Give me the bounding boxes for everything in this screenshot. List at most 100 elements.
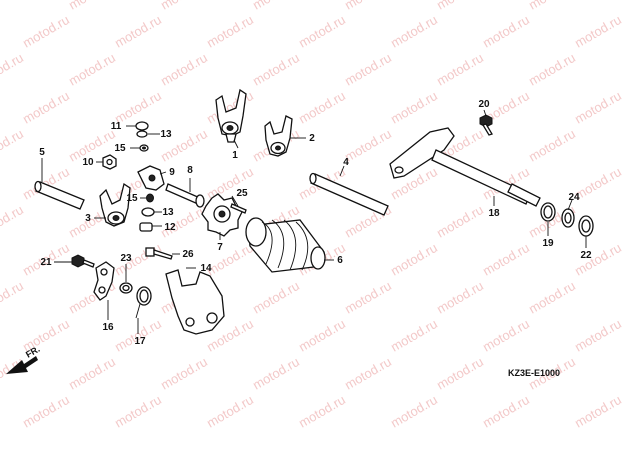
watermark-text: motod.ru: [434, 354, 486, 393]
watermark-text: motod.ru: [434, 278, 486, 317]
watermark-text: motod.ru: [296, 88, 348, 127]
watermark-text: motod.ru: [112, 392, 164, 431]
part-bolt-21: [71, 254, 95, 268]
watermark-text: motod.ru: [572, 164, 624, 203]
callout-15a: 15: [114, 143, 126, 154]
watermark-text: motod.ru: [158, 0, 210, 13]
callout-5: 5: [39, 147, 45, 158]
callout-2: 2: [309, 133, 315, 144]
part-washer-15b: [146, 193, 154, 203]
part-collar-23: [119, 282, 133, 294]
callout-17: 17: [134, 336, 146, 347]
watermark-text: motod.ru: [158, 50, 210, 89]
part-shift-fork-1: [215, 88, 247, 143]
watermark-text: motod.ru: [250, 278, 302, 317]
callout-11: 11: [111, 121, 122, 132]
part-shift-fork-3: [99, 182, 131, 227]
diagram-code: KZ3E-E1000: [508, 368, 560, 378]
watermark-text: motod.ru: [526, 278, 578, 317]
watermark-text: motod.ru: [296, 316, 348, 355]
watermark-text: motod.ru: [434, 0, 486, 13]
callout-16: 16: [102, 322, 114, 333]
part-return-spring-19: [540, 202, 556, 222]
callout-8: 8: [187, 165, 193, 176]
part-guide-plate-14: [165, 269, 225, 335]
part-drum-center-7: [201, 193, 243, 237]
watermark-text: motod.ru: [480, 316, 532, 355]
callout-18: 18: [488, 208, 500, 219]
part-shift-fork-2: [264, 115, 293, 157]
part-spring-13b: [141, 207, 155, 217]
callout-1: 1: [232, 150, 238, 161]
part-stopper-arm-9: [137, 165, 165, 191]
callout-10: 10: [82, 157, 94, 168]
callout-25: 25: [236, 188, 248, 199]
watermark-text: motod.ru: [480, 392, 532, 431]
watermark-text: motod.ru: [388, 88, 440, 127]
callout-7: 7: [217, 242, 223, 253]
callout-22: 22: [580, 250, 592, 261]
watermark-text: motod.ru: [388, 12, 440, 51]
watermark-text: motod.ru: [204, 12, 256, 51]
part-washer-24: [561, 208, 575, 228]
part-nut-10: [102, 154, 117, 170]
watermark-text: motod.ru: [0, 278, 26, 317]
part-shift-drum-6: [245, 217, 326, 273]
watermark-text: motod.ru: [66, 0, 118, 13]
watermark-text: motod.ru: [526, 50, 578, 89]
direction-arrow-icon: [6, 356, 38, 374]
watermark-text: motod.ru: [480, 240, 532, 279]
watermark-text: motod.ru: [158, 354, 210, 393]
watermark-text: motod.ru: [572, 316, 624, 355]
watermark-text: motod.ru: [204, 392, 256, 431]
part-washer-15a: [139, 144, 149, 152]
watermark-text: motod.ru: [342, 354, 394, 393]
callout-12: 12: [164, 222, 176, 233]
watermark-text: motod.ru: [20, 12, 72, 51]
watermark-text: motod.ru: [526, 0, 578, 13]
part-fork-shaft-4: [309, 172, 389, 216]
callout-4: 4: [343, 157, 349, 168]
watermark-text: motod.ru: [66, 354, 118, 393]
callout-24: 24: [568, 192, 580, 203]
part-stopper-plate-16: [93, 261, 115, 301]
watermark-text: motod.ru: [204, 240, 256, 279]
watermark-text: motod.ru: [20, 392, 72, 431]
callout-13b: 13: [162, 207, 174, 218]
watermark-text: motod.ru: [250, 50, 302, 89]
callout-labels: 1 2 3 4 5 6 7 8 9 10 11 12 13 13 14 15 1…: [24, 99, 592, 378]
part-pin-25: [230, 203, 247, 214]
watermark-text: motod.ru: [480, 12, 532, 51]
watermark-text: motod.ru: [342, 0, 394, 13]
watermark-text: motod.ru: [204, 164, 256, 203]
callout-13a: 13: [160, 129, 172, 140]
part-gearshift-spindle-18: [389, 127, 541, 207]
watermark-text: motod.ru: [112, 12, 164, 51]
part-circlip-22: [578, 215, 594, 237]
callout-26: 26: [182, 249, 194, 260]
watermark-text: motod.ru: [0, 202, 26, 241]
watermark-text: motod.ru: [572, 12, 624, 51]
watermark-text: motod.ru: [572, 392, 624, 431]
watermark-text: motod.ru: [388, 240, 440, 279]
part-ring-11: [135, 121, 149, 131]
watermark-text: motod.ru: [342, 278, 394, 317]
callout-14: 14: [200, 263, 212, 274]
watermark-text: motod.ru: [388, 392, 440, 431]
watermark-text: motod.ru: [66, 50, 118, 89]
part-collar-12: [139, 222, 153, 232]
callout-6: 6: [337, 255, 343, 266]
part-return-spring-17: [135, 286, 152, 319]
watermark-text: motod.ru: [250, 354, 302, 393]
part-bolt-26: [145, 247, 173, 260]
watermark-text: motod.ru: [434, 50, 486, 89]
watermark-text: motod.ru: [342, 126, 394, 165]
watermark-text: motod.ru: [0, 126, 26, 165]
part-bolt-20: [479, 114, 493, 136]
watermark-text: motod.ru: [388, 316, 440, 355]
watermark-text: motod.ru: [434, 202, 486, 241]
callout-9: 9: [169, 167, 175, 178]
part-spring-13a: [136, 130, 148, 138]
watermark-text: motod.ru: [250, 0, 302, 13]
